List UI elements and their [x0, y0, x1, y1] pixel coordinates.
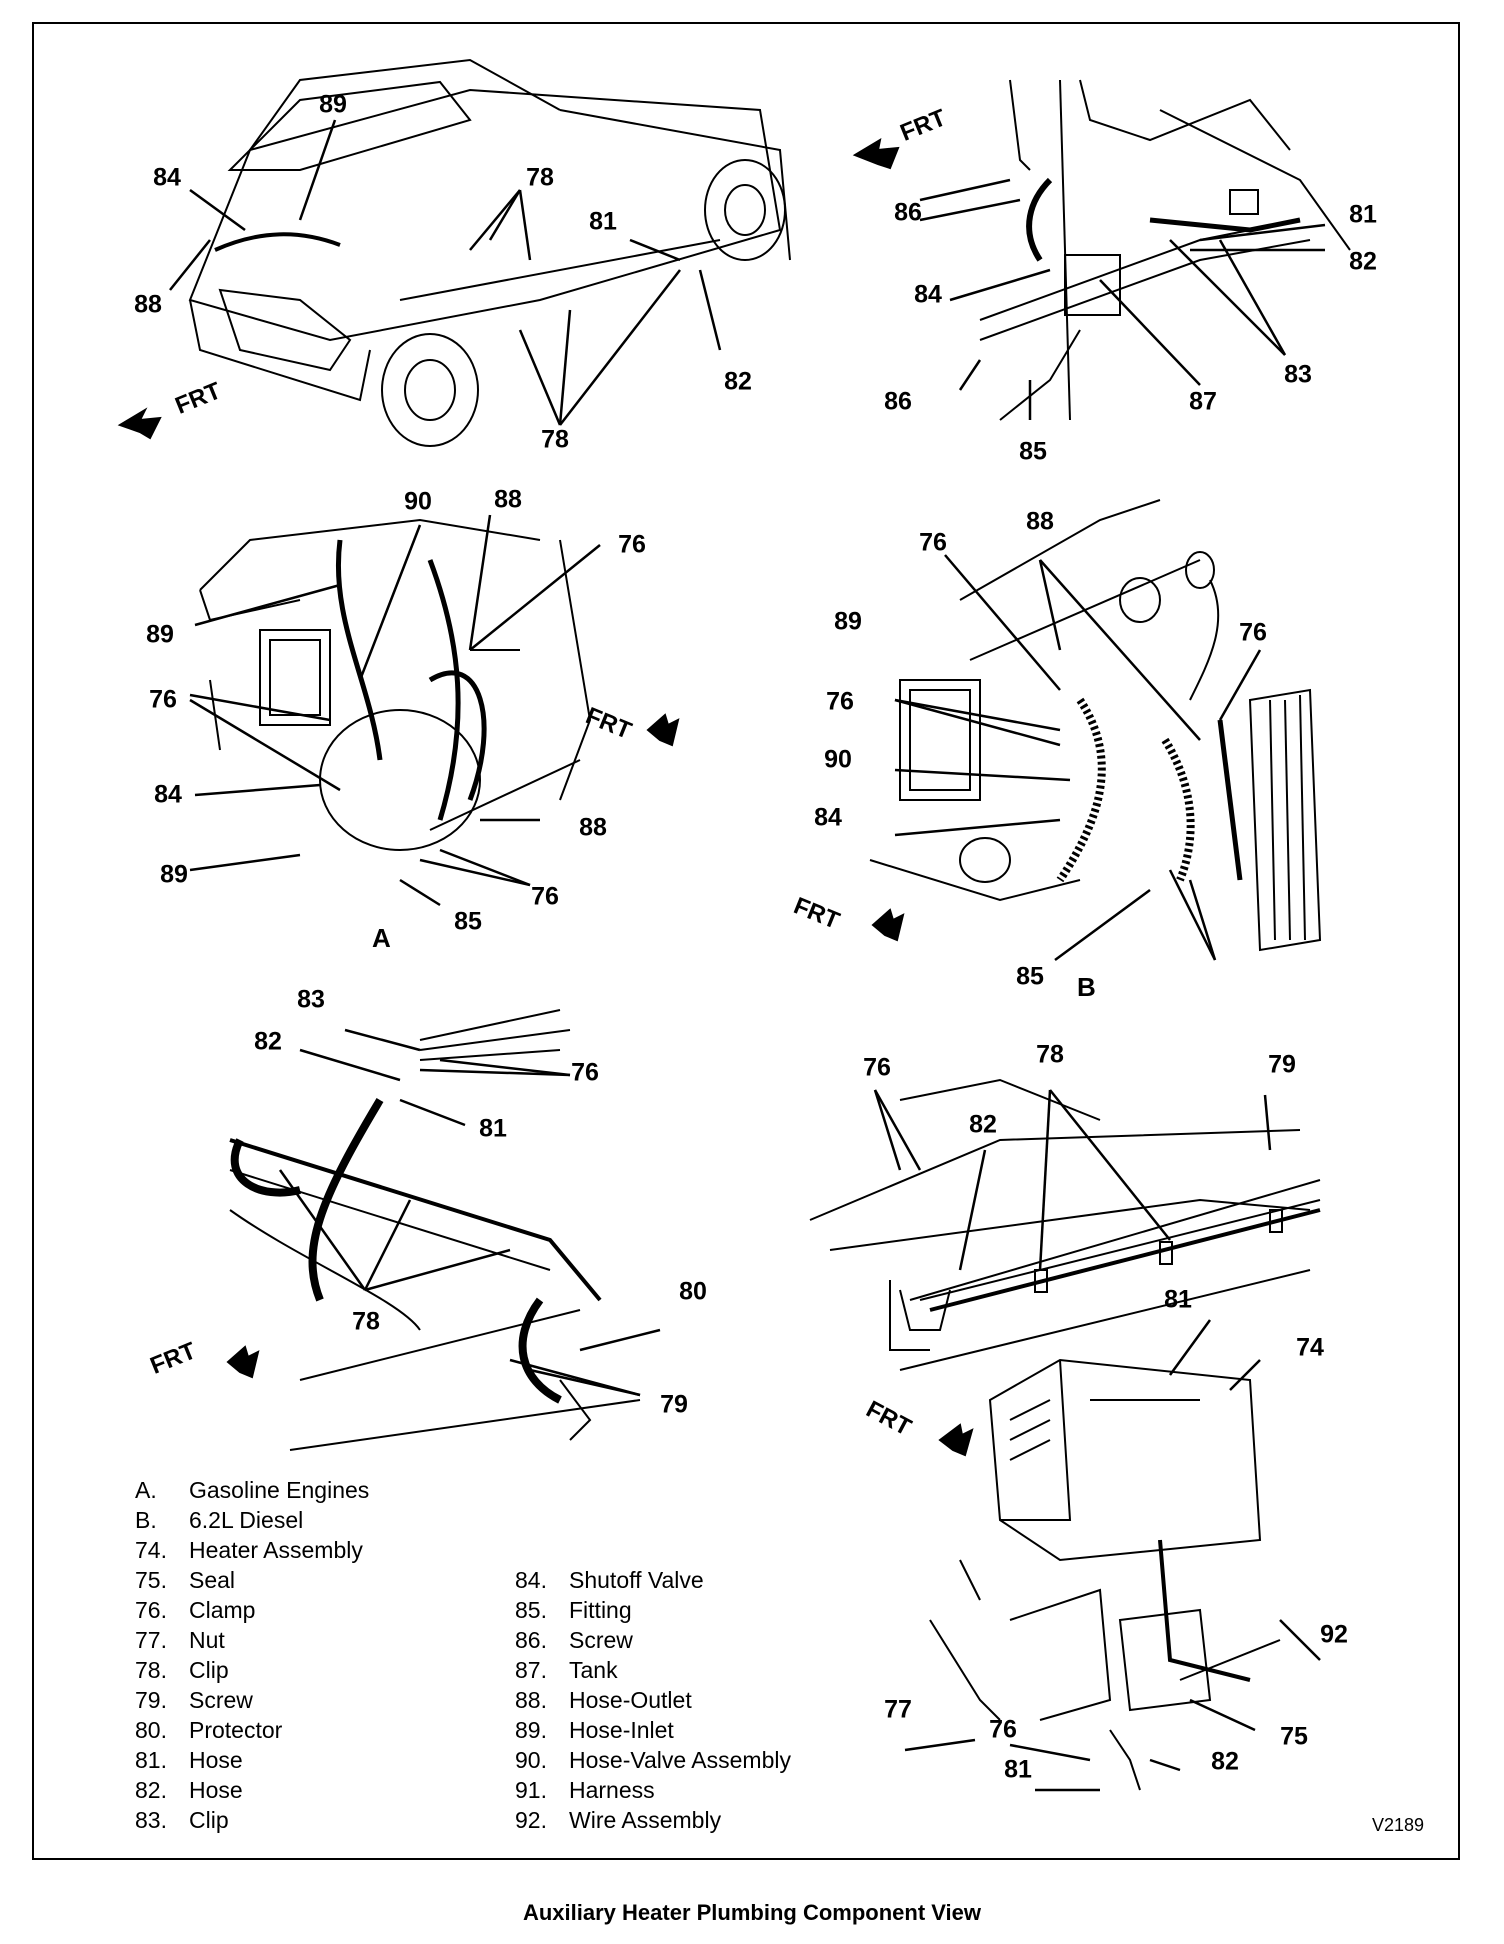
callout: 82 [724, 367, 752, 396]
legend-item: 77.Nut [135, 1627, 225, 1653]
callout: 76 [531, 882, 559, 911]
callout: 79 [1268, 1050, 1296, 1079]
view-b-label: B [1077, 972, 1096, 1002]
frt-arrow-p3 [646, 713, 680, 747]
callout: 76 [826, 687, 854, 716]
callout: 83 [1284, 360, 1312, 389]
legend-item: 88.Hose-Outlet [515, 1687, 692, 1713]
callout: 90 [404, 487, 432, 516]
callout: 76 [149, 685, 177, 714]
figure-code: V2189 [1372, 1815, 1425, 1835]
callout: 79 [660, 1390, 688, 1419]
callout: 88 [494, 485, 522, 514]
legend-left: A.Gasoline Engines B.6.2L Diesel 74.Heat… [135, 1475, 369, 1835]
callout: 81 [479, 1114, 507, 1143]
callout: 84 [814, 803, 842, 832]
legend-item: 90.Hose-Valve Assembly [515, 1747, 791, 1773]
callout: 87 [1189, 387, 1217, 416]
legend-right: 84.Shutoff Valve 85.Fitting 86.Screw 87.… [515, 1565, 791, 1835]
callout: 84 [154, 780, 182, 809]
callout: 86 [884, 387, 912, 416]
callout: 78 [1036, 1040, 1064, 1069]
callout: 76 [571, 1058, 599, 1087]
callout: 82 [969, 1110, 997, 1139]
callout: 76 [989, 1715, 1017, 1744]
frt-arrow-p4 [871, 908, 905, 942]
callout: 88 [579, 813, 607, 842]
callout: 88 [134, 290, 162, 319]
callout: 89 [160, 860, 188, 889]
callout: 82 [1349, 247, 1377, 276]
frt-arrow-p1 [117, 407, 162, 440]
callout: 78 [526, 163, 554, 192]
legend-item: 81.Hose [135, 1747, 243, 1773]
callout: 78 [541, 425, 569, 454]
tank-area-illustration [979, 79, 1351, 421]
callout: 81 [1004, 1755, 1032, 1784]
legend-item: 83.Clip [135, 1807, 229, 1833]
legend-item: 76.Clamp [135, 1597, 256, 1623]
callout: 78 [352, 1307, 380, 1336]
callout: 85 [1016, 962, 1044, 991]
legend-item: 82.Hose [135, 1777, 243, 1803]
legend-item: 80.Protector [135, 1717, 283, 1743]
callout: 92 [1320, 1620, 1348, 1649]
gasoline-engine-illustration [199, 518, 592, 851]
callout: 76 [1239, 618, 1267, 647]
frame-clips-illustration [809, 1078, 1321, 1371]
callout: 77 [884, 1695, 912, 1724]
legend-item: 75.Seal [135, 1567, 236, 1593]
callout: 84 [914, 280, 942, 309]
legend-item: 91.Harness [515, 1777, 655, 1803]
callout: 86 [894, 198, 922, 227]
legend-item: 84.Shutoff Valve [515, 1567, 704, 1593]
van-front-illustration [188, 58, 791, 447]
callout: 76 [863, 1053, 891, 1082]
callout: 90 [824, 745, 852, 774]
callout: 85 [454, 907, 482, 936]
view-a-label: A [372, 923, 391, 953]
callout: 82 [1211, 1747, 1239, 1776]
callout: 80 [679, 1277, 707, 1306]
heater-assembly-illustration [929, 1358, 1281, 1791]
callout: 89 [319, 90, 347, 119]
frt-arrow-p5 [226, 1345, 260, 1379]
callout: 81 [589, 207, 617, 236]
callout: 81 [1164, 1285, 1192, 1314]
callout: 74 [1296, 1333, 1324, 1362]
diesel-engine-illustration [869, 499, 1322, 952]
legend-item: 74.Heater Assembly [135, 1537, 363, 1563]
figure-border [32, 22, 1460, 1860]
callout: 82 [254, 1027, 282, 1056]
callout: 83 [297, 985, 325, 1014]
callout: 88 [1026, 507, 1054, 536]
figure-caption: Auxiliary Heater Plumbing Component View [522, 1900, 981, 1925]
callout: 76 [919, 528, 947, 557]
legend-item: 87.Tank [515, 1657, 618, 1683]
callout: 85 [1019, 437, 1047, 466]
frt-arrow-p7 [938, 1423, 974, 1457]
legend-item: 85.Fitting [515, 1597, 632, 1623]
callout: 75 [1280, 1722, 1308, 1751]
frt-arrow-p2 [852, 137, 900, 170]
callout: 84 [153, 163, 181, 192]
legend-item: 78.Clip [135, 1657, 229, 1683]
legend-item: A.Gasoline Engines [135, 1477, 370, 1503]
callout: 81 [1349, 200, 1377, 229]
legend-item: 92.Wire Assembly [515, 1807, 722, 1833]
legend-item: 86.Screw [515, 1627, 633, 1653]
leader-lines [169, 119, 1326, 1792]
legend-item: 79.Screw [135, 1687, 253, 1713]
legend-item: 89.Hose-Inlet [515, 1717, 674, 1743]
callout: 89 [834, 607, 862, 636]
legend-item: B.6.2L Diesel [135, 1507, 304, 1533]
callout: 76 [618, 530, 646, 559]
callout: 89 [146, 620, 174, 649]
